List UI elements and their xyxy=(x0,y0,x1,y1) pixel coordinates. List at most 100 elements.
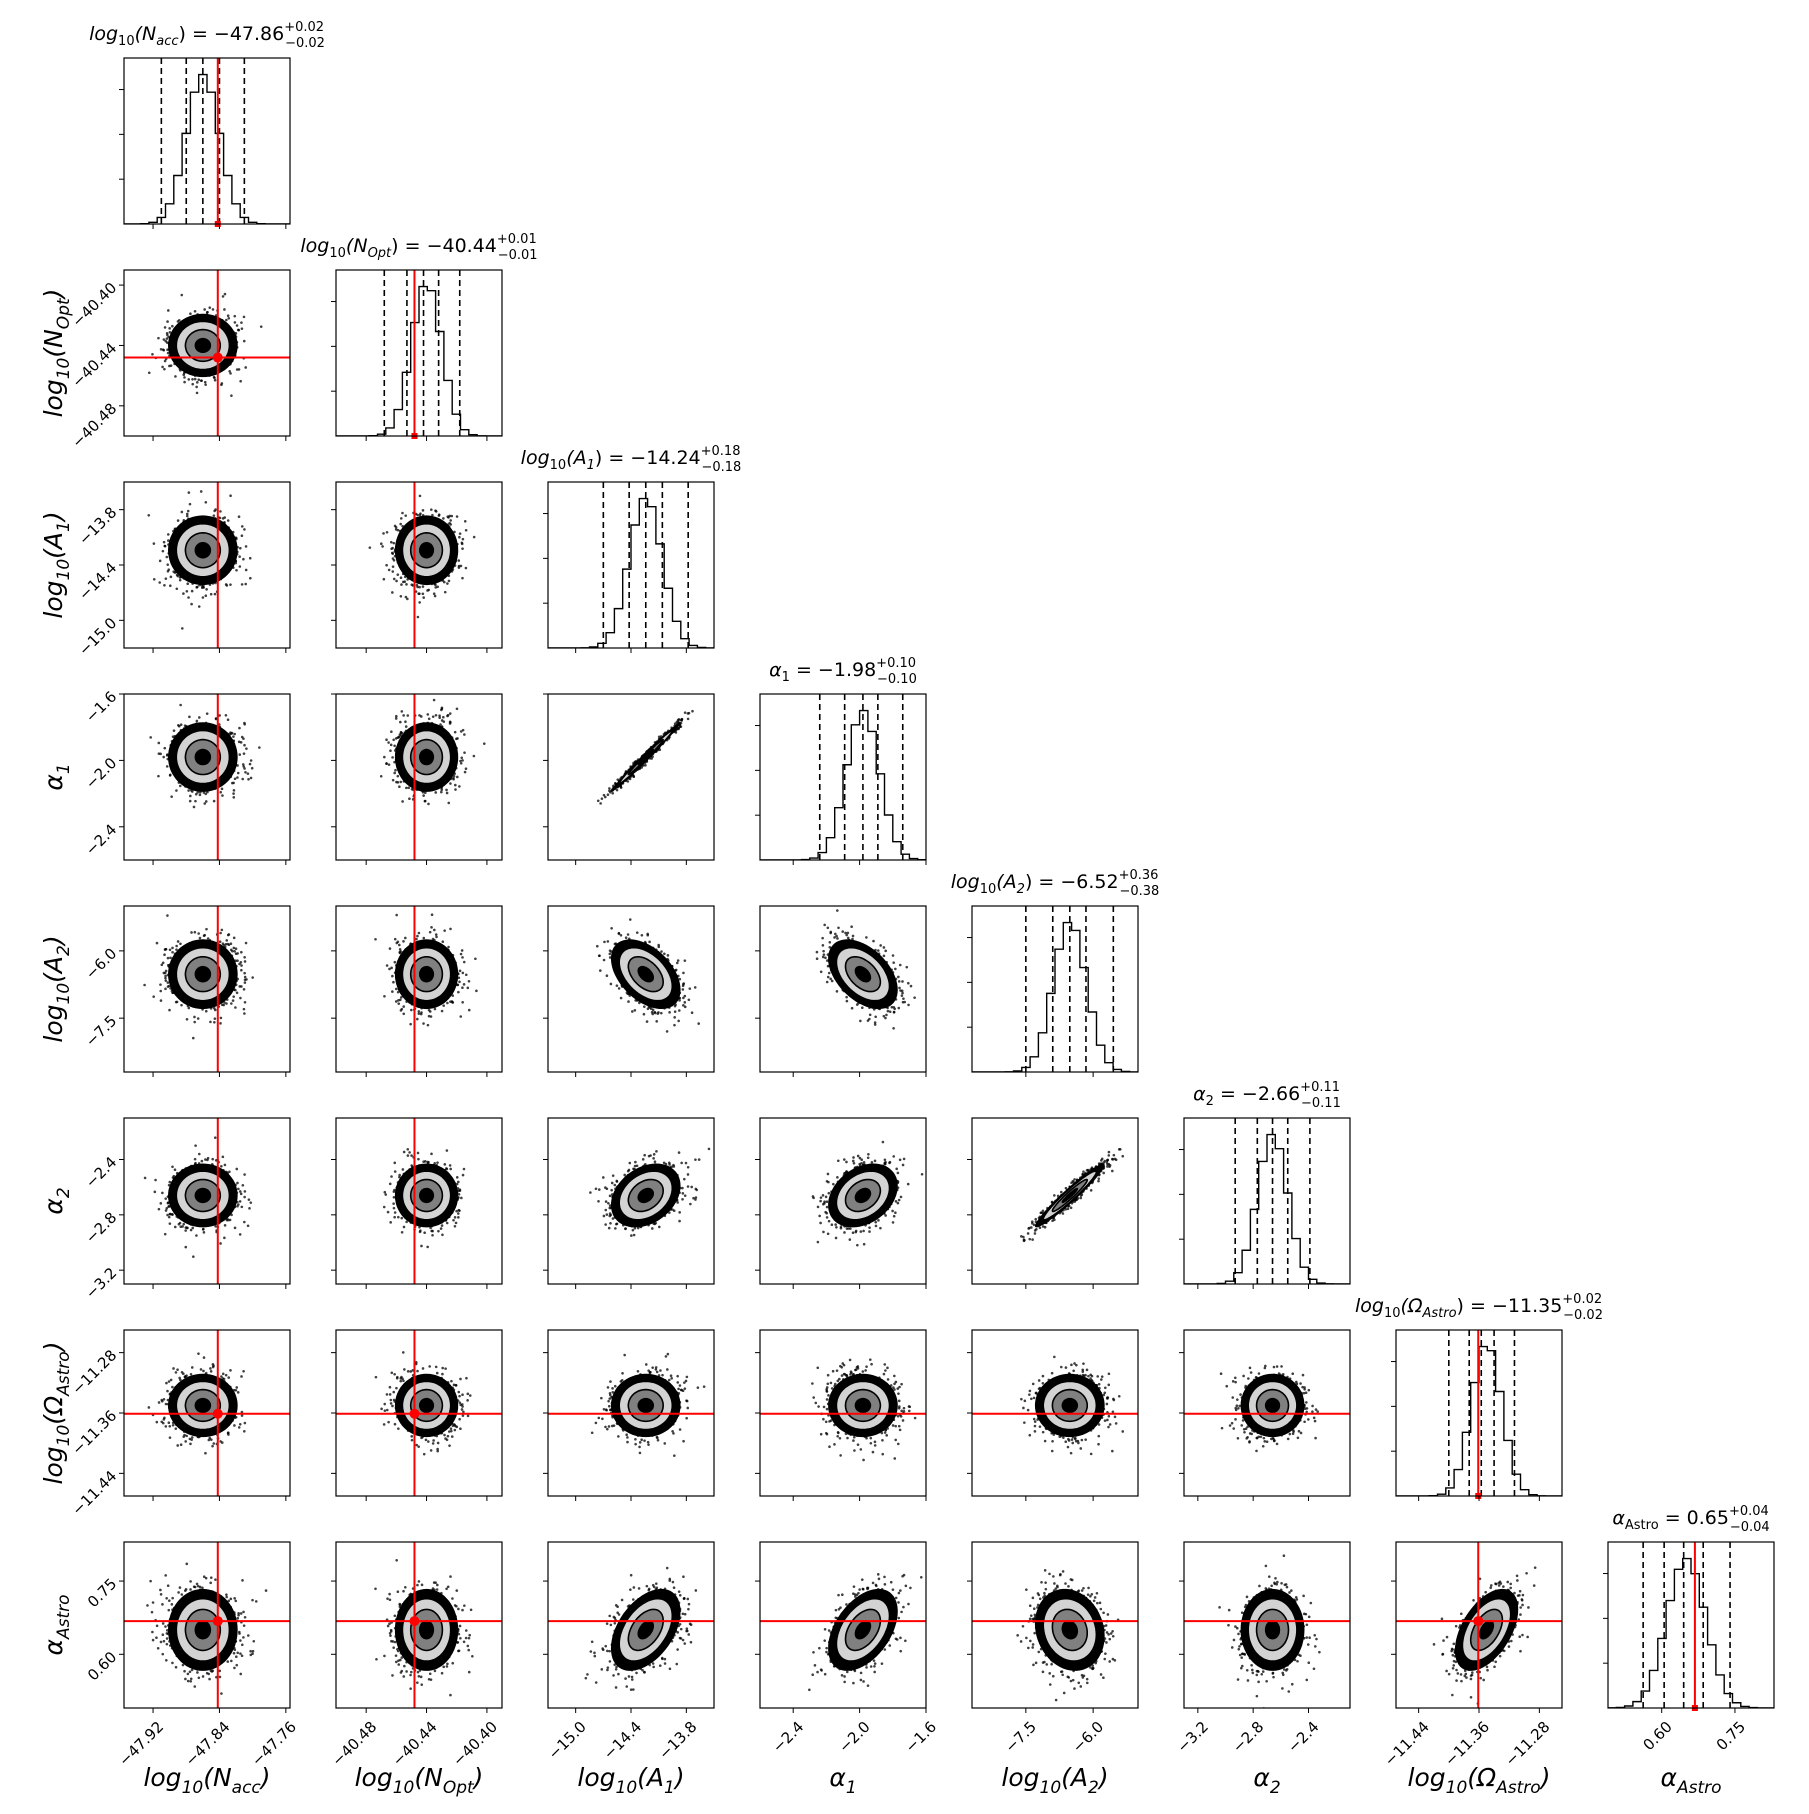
sample-point xyxy=(449,712,452,715)
sample-point xyxy=(405,725,408,728)
sample-point xyxy=(221,794,224,797)
sample-point xyxy=(237,772,240,775)
sample-point xyxy=(164,340,167,343)
title-close: ) xyxy=(179,23,186,45)
sample-point xyxy=(236,324,239,327)
sample-point xyxy=(189,503,192,506)
sample-point xyxy=(247,778,250,781)
sample-point xyxy=(405,787,408,790)
title-close: ) xyxy=(595,447,602,469)
sample-point xyxy=(231,732,234,735)
sample-point xyxy=(399,523,402,526)
title-sub: 10 xyxy=(118,34,135,49)
sample-point xyxy=(177,724,180,727)
title-value: = −47.86 xyxy=(186,23,284,45)
scatter-panel-1-0 xyxy=(119,270,290,441)
sample-point xyxy=(151,353,154,356)
sample-point xyxy=(163,584,166,587)
sample-point xyxy=(393,578,396,581)
sample-point xyxy=(160,348,163,351)
sample-point xyxy=(153,578,156,581)
sample-point xyxy=(191,590,194,593)
sample-point xyxy=(241,583,244,586)
sample-point xyxy=(391,547,394,550)
sample-point xyxy=(422,509,425,512)
sample-point xyxy=(395,580,398,583)
sample-point xyxy=(194,378,197,381)
sample-point xyxy=(392,542,395,545)
sample-point xyxy=(182,373,185,376)
sample-point xyxy=(200,379,203,382)
sample-point xyxy=(177,519,180,522)
sample-point xyxy=(392,779,395,782)
title-minus: −0.02 xyxy=(285,36,325,51)
sample-point xyxy=(189,312,192,315)
sample-point xyxy=(458,536,461,539)
sample-point xyxy=(162,348,165,351)
sample-point xyxy=(238,555,241,558)
sample-point xyxy=(208,306,211,309)
contour-level-3 xyxy=(195,543,210,558)
sample-point xyxy=(383,578,386,581)
sample-point xyxy=(163,747,166,750)
sample-point xyxy=(187,510,190,513)
sample-point xyxy=(173,729,176,732)
sample-point xyxy=(206,712,209,715)
sample-point xyxy=(441,719,444,722)
sample-point xyxy=(462,538,465,541)
sample-point xyxy=(165,556,168,559)
sample-point xyxy=(392,739,395,742)
sample-point xyxy=(232,792,235,795)
title-sub: 10 xyxy=(550,458,567,473)
sample-point xyxy=(222,295,225,298)
sample-point xyxy=(166,337,169,340)
sample-point xyxy=(227,519,230,522)
sample-point xyxy=(149,736,152,739)
sample-point xyxy=(159,560,162,563)
sample-point xyxy=(391,570,394,573)
sample-point xyxy=(201,586,204,589)
sample-point xyxy=(444,591,447,594)
sample-point xyxy=(212,308,215,311)
sample-point xyxy=(249,577,252,580)
sample-point xyxy=(168,365,171,368)
sample-point xyxy=(166,765,169,768)
title-minus: −0.01 xyxy=(498,248,538,263)
sample-point xyxy=(214,593,217,596)
sample-point xyxy=(392,552,395,555)
sample-point xyxy=(449,721,452,724)
sample-point xyxy=(407,787,410,790)
sample-point xyxy=(224,293,227,296)
sample-point xyxy=(382,532,385,535)
sample-point xyxy=(391,591,394,594)
histogram-2 xyxy=(548,499,714,648)
sample-point xyxy=(395,717,398,720)
sample-point xyxy=(458,566,461,569)
sample-point xyxy=(240,741,243,744)
title-plus: +0.02 xyxy=(284,20,324,35)
sample-point xyxy=(242,763,245,766)
sample-point xyxy=(241,525,244,528)
sample-point xyxy=(399,733,402,736)
sample-point xyxy=(177,320,180,323)
sample-point xyxy=(243,752,246,755)
sample-point xyxy=(227,718,230,721)
sample-point xyxy=(179,785,182,788)
sample-point xyxy=(204,594,207,597)
sample-point xyxy=(168,327,171,330)
sample-point xyxy=(251,767,254,770)
sample-point xyxy=(175,789,178,792)
sample-point xyxy=(225,319,228,322)
sample-point xyxy=(219,791,222,794)
sample-point xyxy=(383,756,386,759)
contour-level-3 xyxy=(195,339,210,353)
title-main: log xyxy=(89,23,118,45)
sample-point xyxy=(189,800,192,803)
sample-point xyxy=(196,720,199,723)
scatter-panel-3-0 xyxy=(119,692,290,865)
sample-point xyxy=(210,593,213,596)
sample-point xyxy=(239,565,242,568)
sample-point xyxy=(400,595,403,598)
sample-point xyxy=(204,381,207,384)
sample-point xyxy=(157,742,160,745)
